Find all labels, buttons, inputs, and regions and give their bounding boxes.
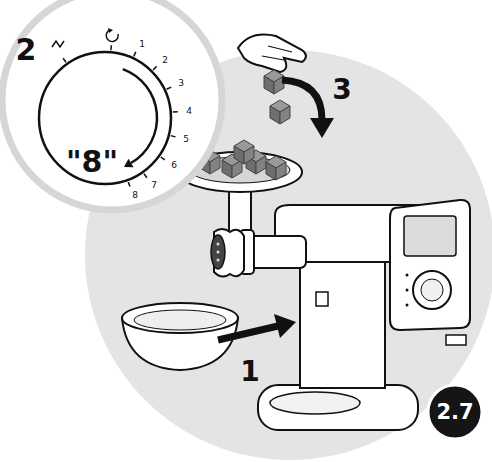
dial-number: 7	[151, 181, 157, 190]
dial-number: 1	[139, 40, 145, 49]
dial-number: 2	[162, 56, 168, 65]
dial-tick	[128, 182, 130, 187]
dial-tick	[144, 174, 147, 178]
figure-number: 2.7	[436, 402, 473, 423]
dial-number: 3	[178, 79, 184, 88]
dial-number: 5	[183, 135, 189, 144]
dial-number: 4	[186, 107, 192, 116]
dial-tick	[171, 136, 176, 137]
dial-tick	[134, 52, 136, 57]
callout-number: 3	[332, 76, 351, 104]
callout-number: 1	[240, 358, 259, 386]
dial-tick	[173, 111, 178, 113]
dial-tick	[161, 157, 165, 160]
dial-tick	[167, 87, 172, 89]
speed-setting: "8"	[66, 147, 118, 177]
dial-inset: 2 "8" 1 2 3 4 5 6 7 8	[2, 0, 222, 210]
dial-tick	[63, 58, 66, 62]
dial-tick	[110, 45, 112, 50]
step-number: 2	[16, 35, 37, 65]
dial-number: 6	[171, 161, 177, 170]
dial-tick	[153, 66, 157, 70]
figure-badge: 2.7	[428, 385, 482, 439]
dial-number: 8	[132, 191, 138, 200]
